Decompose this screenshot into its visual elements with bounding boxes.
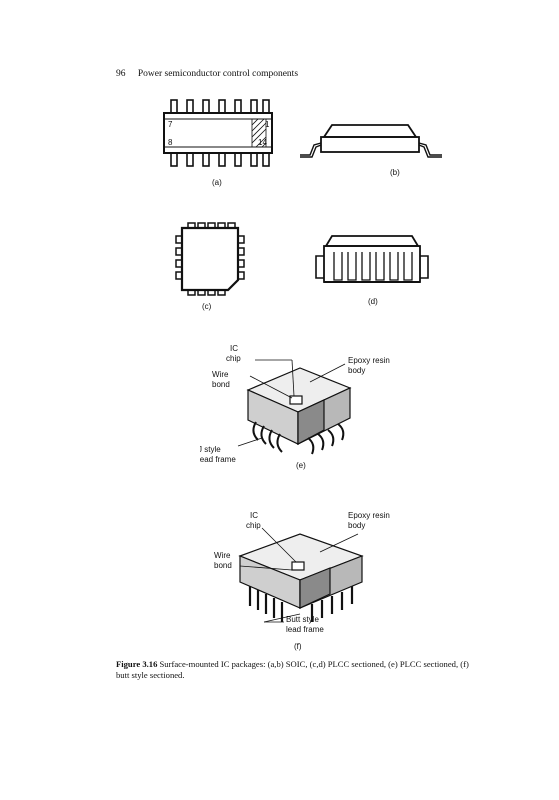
f-wire-label: Wire	[214, 551, 231, 560]
figure-b-soic-side: (b)	[300, 124, 442, 177]
figure-e-plcc-isometric: IC chip Wire bond Epoxy resin body J sty…	[200, 344, 390, 470]
plcc-bottom-pins	[187, 289, 226, 296]
soic-top-pins	[170, 99, 270, 114]
e-bond-label: bond	[212, 380, 230, 389]
f-body-label: body	[348, 521, 365, 530]
f-bond-label: bond	[214, 561, 232, 570]
butt-leads-right	[310, 586, 354, 622]
e-jstyle-label: J style	[200, 445, 221, 454]
plcc-right-pins	[237, 235, 245, 280]
j-leads-right	[307, 423, 345, 455]
page-number: 96	[116, 69, 126, 79]
e-ic-label: IC	[230, 344, 238, 353]
f-epoxy-label: Epoxy resin	[348, 511, 390, 520]
e-chip-label: chip	[226, 354, 241, 363]
figure-c-plcc-top: (c)	[175, 222, 245, 311]
figure-a-soic-top: 7 8 1 14 (a)	[163, 99, 273, 187]
j-leads-left	[252, 421, 283, 453]
plcc-body	[180, 226, 240, 292]
caption-number: Figure 3.16	[116, 659, 158, 669]
figure-a-label: (a)	[212, 178, 222, 187]
caption-text: Surface-mounted IC packages: (a,b) SOIC,…	[116, 659, 469, 680]
figure-f-label: (f)	[294, 642, 302, 651]
pin1-hatch	[251, 118, 267, 148]
e-epoxy-label: Epoxy resin	[348, 356, 390, 365]
figure-c-label: (c)	[202, 302, 212, 311]
plcc-top-pins	[187, 222, 236, 229]
f-butt-label: Butt style	[286, 615, 319, 624]
e-body-label: body	[348, 366, 365, 375]
e-leadframe-label: lead frame	[200, 455, 236, 464]
ic-chip	[289, 395, 303, 405]
plcc-left-pins	[175, 235, 183, 280]
f-ic-label: IC	[250, 511, 258, 520]
soic-body	[163, 112, 273, 154]
figure-b-label: (b)	[390, 168, 400, 177]
pin-14-label: 14	[258, 138, 267, 147]
pin-8-label: 8	[168, 138, 173, 147]
soic-bottom-pins	[170, 152, 270, 167]
butt-leads-left	[248, 586, 284, 622]
figure-caption: Figure 3.16 Surface-mounted IC packages:…	[116, 659, 476, 681]
page-header: 96 Power semiconductor control component…	[116, 69, 298, 79]
pin-1-label: 1	[265, 120, 270, 129]
figure-d-label: (d)	[368, 297, 378, 306]
figure-d-plcc-section: (d)	[315, 235, 429, 306]
plcc-section-leads	[333, 252, 413, 281]
running-title: Power semiconductor control components	[137, 69, 299, 79]
f-chip-label: chip	[246, 521, 261, 530]
ic-chip	[291, 561, 305, 571]
figure-f-butt-isometric: IC chip Wire bond Epoxy resin body Butt …	[214, 511, 390, 651]
f-leadframe-label: lead frame	[286, 625, 324, 634]
e-wire-label: Wire	[212, 370, 229, 379]
pin-7-label: 7	[168, 120, 173, 129]
figure-e-label: (e)	[296, 461, 306, 470]
